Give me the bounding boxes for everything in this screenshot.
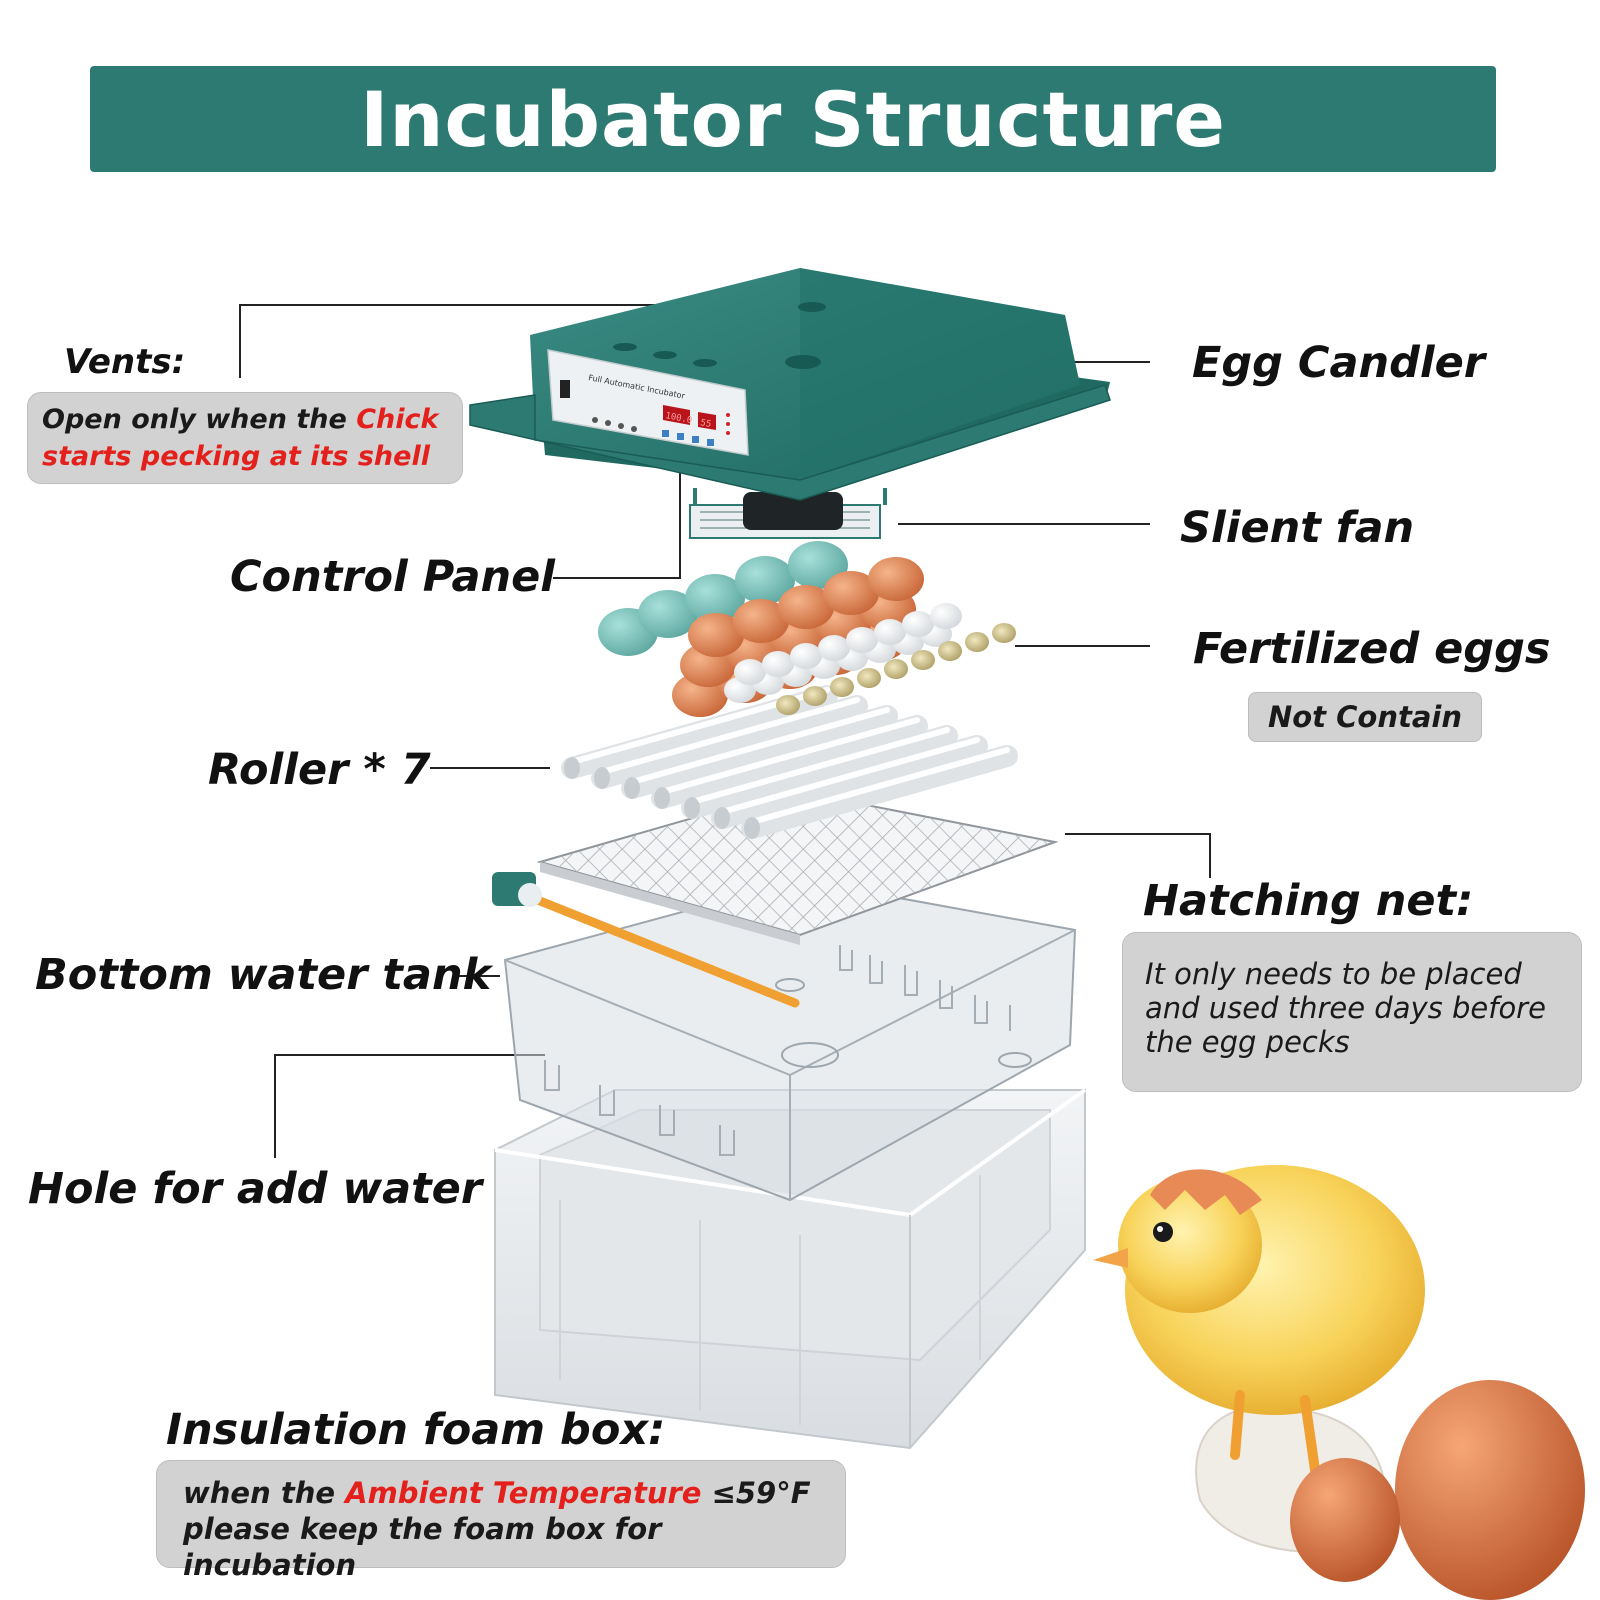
silent-fan bbox=[689, 488, 887, 539]
hatching-net bbox=[536, 788, 1059, 945]
chick-illustration bbox=[1093, 1165, 1585, 1600]
egg-candler-label: Egg Candler bbox=[1192, 338, 1485, 388]
title-banner: Incubator Structure bbox=[90, 66, 1496, 172]
not-contain-badge: Not Contain bbox=[1248, 692, 1482, 742]
quail-egg bbox=[992, 623, 1016, 643]
foam-box-label: Insulation foam box: bbox=[166, 1405, 666, 1455]
foam-note: when the Ambient Temperature ≤59°F pleas… bbox=[156, 1460, 846, 1582]
water-tank bbox=[503, 878, 1077, 1202]
bottom-water-tank-label: Bottom water tank bbox=[35, 950, 492, 1000]
roller-highlight bbox=[629, 707, 890, 785]
quail-egg bbox=[911, 650, 935, 670]
roller-end bbox=[654, 787, 670, 809]
page-title: Incubator Structure bbox=[360, 74, 1226, 164]
quail-egg bbox=[857, 668, 881, 688]
white-egg bbox=[734, 659, 766, 685]
brown-egg bbox=[688, 613, 744, 657]
hatching-note-line-1: It only needs to be placed bbox=[1145, 957, 1522, 991]
roller bbox=[681, 725, 958, 819]
quail-egg bbox=[830, 677, 854, 697]
vents-note-highlight: Chick bbox=[356, 404, 439, 435]
roller-end bbox=[744, 817, 760, 839]
quail-egg bbox=[965, 632, 989, 652]
roller-highlight bbox=[719, 737, 980, 815]
white-egg bbox=[874, 619, 906, 645]
incubator-lid: Full Automatic Incubator 100.0 55 bbox=[469, 268, 1111, 501]
roller bbox=[741, 745, 1018, 839]
brown-egg bbox=[733, 599, 789, 643]
hole-for-water-label: Hole for add water bbox=[28, 1164, 483, 1214]
white-egg bbox=[818, 635, 850, 661]
vents-label: Vents: bbox=[64, 342, 186, 382]
roller-label: Roller * 7 bbox=[208, 745, 431, 795]
roller bbox=[651, 715, 928, 809]
roller-end bbox=[564, 757, 580, 779]
roller-end bbox=[684, 797, 700, 819]
blue-egg bbox=[735, 556, 795, 604]
white-egg bbox=[846, 627, 878, 653]
white-egg bbox=[790, 643, 822, 669]
roller-highlight bbox=[689, 727, 950, 805]
vents-note-highlight-2: starts pecking at its shell bbox=[42, 441, 430, 472]
leader-lines bbox=[239, 304, 1211, 1158]
panel-display-right: 55 bbox=[699, 418, 712, 430]
roller-end bbox=[714, 807, 730, 829]
roller-highlight bbox=[659, 717, 920, 795]
brown-egg bbox=[823, 571, 879, 615]
white-egg bbox=[762, 651, 794, 677]
hatching-note-line-2: and used three days before bbox=[1145, 991, 1546, 1025]
roller bbox=[591, 695, 868, 789]
foam-note-temp: ≤59°F bbox=[701, 1476, 811, 1510]
roller bbox=[711, 735, 988, 829]
hatching-note: It only needs to be placed and used thre… bbox=[1122, 932, 1582, 1092]
control-panel-label: Control Panel bbox=[230, 552, 556, 602]
blue-egg bbox=[638, 590, 698, 638]
brown-egg bbox=[868, 557, 924, 601]
hatching-note-line-3: the egg pecks bbox=[1145, 1025, 1350, 1059]
quail-egg bbox=[803, 686, 827, 706]
roller-highlight bbox=[599, 697, 860, 775]
roller bbox=[621, 705, 898, 799]
roller-highlight bbox=[749, 747, 1010, 825]
quail-egg bbox=[884, 659, 908, 679]
foam-note-line-2: please keep the foam box for incubation bbox=[183, 1512, 662, 1582]
white-egg bbox=[930, 603, 962, 629]
thermometer-probe bbox=[492, 872, 800, 1008]
quail-egg bbox=[776, 695, 800, 715]
brown-egg bbox=[778, 585, 834, 629]
hatching-net-label: Hatching net: bbox=[1143, 876, 1474, 926]
foam-note-text: when the bbox=[183, 1476, 346, 1510]
roller-end bbox=[594, 767, 610, 789]
vents-note-text: Open only when the bbox=[42, 404, 357, 435]
white-egg bbox=[902, 611, 934, 637]
blue-egg bbox=[685, 574, 745, 622]
roller-end bbox=[624, 777, 640, 799]
vents-note: Open only when the Chick starts pecking … bbox=[27, 392, 463, 484]
foam-box bbox=[494, 1088, 1087, 1450]
eggs bbox=[598, 541, 1016, 717]
fertilized-eggs-label: Fertilized eggs bbox=[1193, 624, 1551, 674]
silent-fan-label: Slient fan bbox=[1180, 503, 1415, 553]
quail-egg bbox=[938, 641, 962, 661]
foam-note-highlight: Ambient Temperature bbox=[345, 1476, 702, 1510]
